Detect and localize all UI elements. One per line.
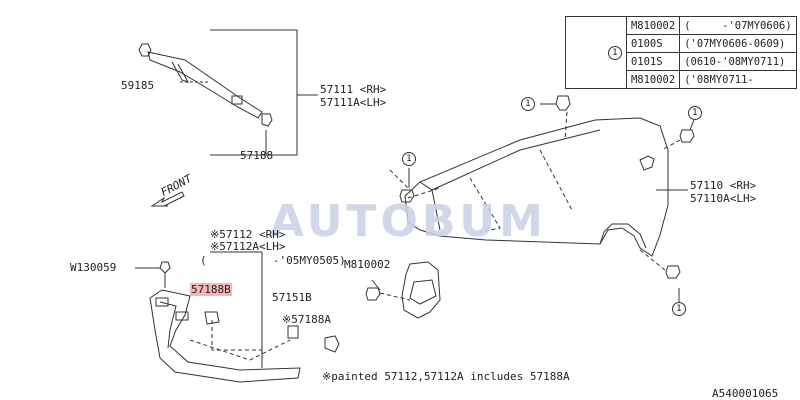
- legend-marker-cell: 1: [565, 16, 627, 89]
- callout-circle-icon: 1: [688, 106, 702, 120]
- legend-row: 0100S ('07MY0606-0609): [566, 34, 797, 53]
- label-57111a: 57111A<LH>: [320, 96, 387, 109]
- legend-part: M810002: [625, 70, 681, 89]
- legend-part: 0101S: [625, 52, 681, 71]
- legend-row: 0101S (0610-'08MY0711): [566, 52, 797, 71]
- bolt-top: [555, 95, 571, 111]
- clip-w130059: [159, 261, 171, 274]
- callout-circle-icon: 1: [672, 302, 686, 316]
- callout-circle-icon: 1: [521, 97, 535, 111]
- legend-range: ('08MY0711-: [679, 70, 797, 89]
- legend-row: 1 M810002 ( -'07MY0606): [565, 16, 797, 89]
- label-57151b: 57151B: [272, 291, 312, 304]
- legend-range: (0610-'08MY0711): [679, 52, 797, 71]
- label-57188a: ※57188A: [282, 313, 331, 326]
- label-57110: 57110 <RH>: [690, 179, 757, 192]
- label-57110a: 57110A<LH>: [690, 192, 757, 205]
- bolt-left: [399, 189, 415, 203]
- label-57188b-text: 57188B: [190, 283, 232, 296]
- front-fender: [404, 117, 669, 257]
- legend-table: 1 M810002 ( -'07MY0606) 0100S ('07MY0606…: [565, 16, 797, 89]
- label-57111: 57111 <RH>: [320, 83, 387, 96]
- bolt-lower-right: [665, 265, 681, 279]
- legend-row: M810002 ('08MY0711-: [566, 70, 797, 89]
- bolt-59185: [138, 43, 152, 57]
- bolt-top-right: [679, 129, 695, 143]
- legend-part: 0100S: [625, 34, 681, 53]
- clip-57151b: [287, 325, 299, 339]
- legend-part: M810002: [625, 16, 681, 35]
- legend-range: ( -'07MY0606): [679, 16, 797, 35]
- diagram-code: A540001065: [712, 387, 779, 400]
- label-57188: 57188: [240, 149, 274, 162]
- fender-stay-bracket: [147, 51, 263, 119]
- clip-57188-top: [261, 113, 273, 127]
- label-59185: 59185: [121, 79, 155, 92]
- front-arrow: [150, 191, 185, 207]
- callout-circle-icon: 1: [607, 45, 622, 60]
- watermark: AUTOBUM: [270, 196, 547, 247]
- legend-range: ('07MY0606-0609): [679, 34, 797, 53]
- bolt-m810002: [365, 287, 381, 301]
- callout-circle-icon: 1: [402, 152, 416, 166]
- label-57112a: ※57112A<LH>: [210, 240, 286, 253]
- label-m810002: M810002: [344, 258, 391, 271]
- label-57188b: 57188B: [190, 283, 232, 296]
- label-w130059: W130059: [70, 261, 117, 274]
- clip-57188a: [324, 335, 340, 353]
- label-range-note: ( -'05MY0505): [200, 254, 346, 267]
- clip-57188b: [204, 311, 220, 325]
- label-57112: ※57112 <RH>: [210, 228, 286, 241]
- footnote: ※painted 57112,57112A includes 57188A: [322, 370, 570, 383]
- mudguard-57112: [149, 289, 301, 383]
